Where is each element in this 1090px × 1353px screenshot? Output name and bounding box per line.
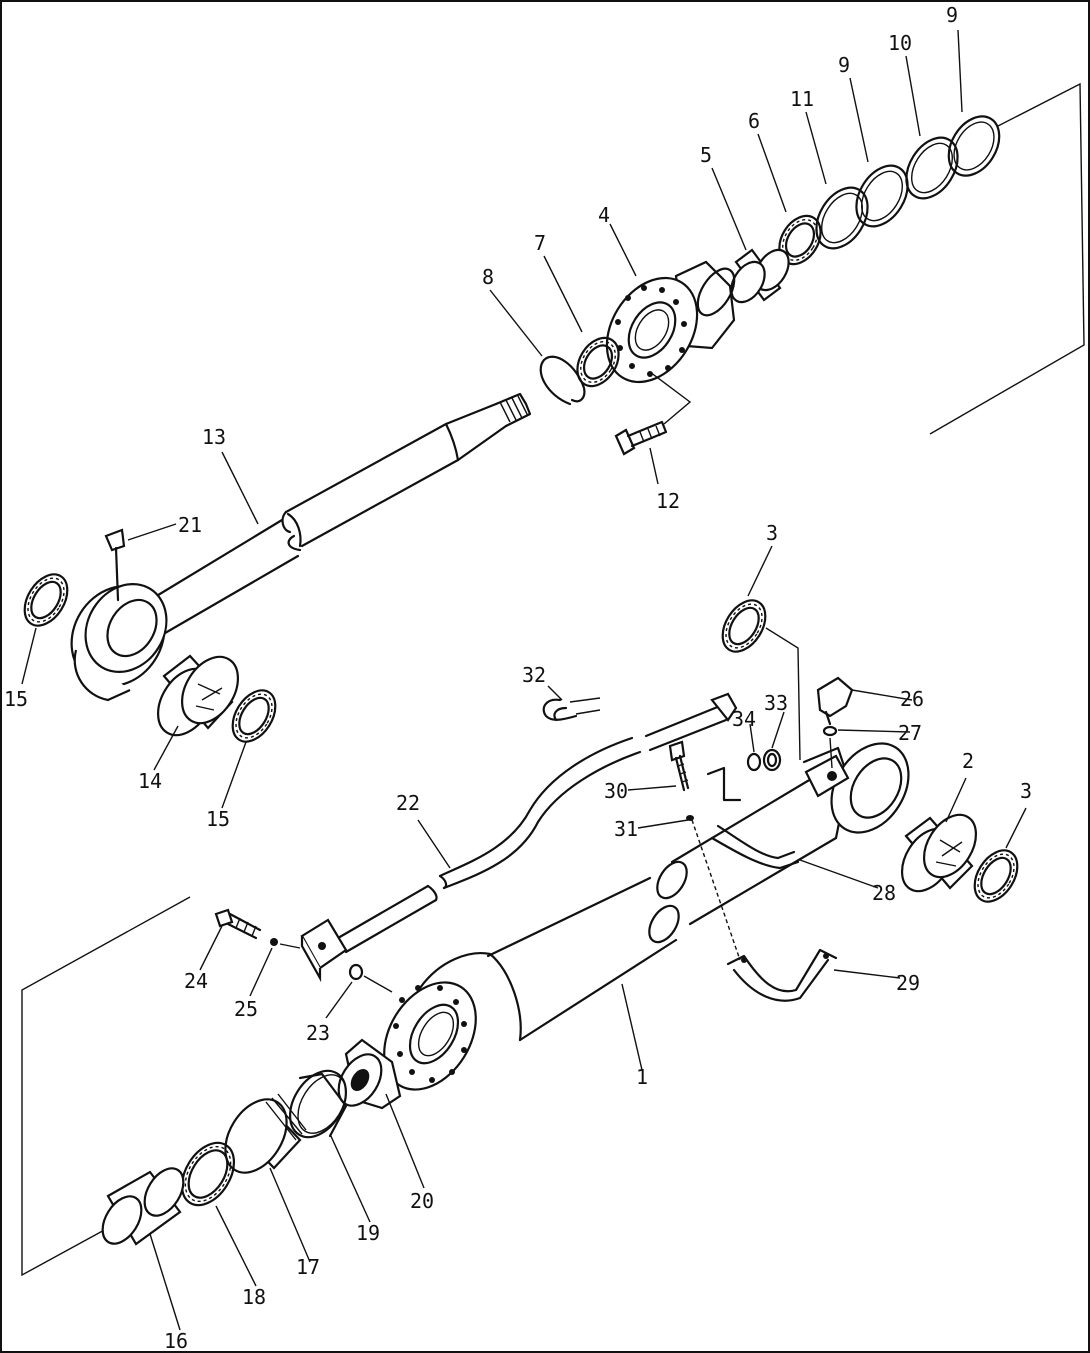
part-28-clamp xyxy=(706,766,800,870)
label-part-3b: 3 xyxy=(1020,779,1032,803)
part-19-ring xyxy=(289,1069,348,1139)
part-10-ring xyxy=(905,136,959,200)
label-part-12: 12 xyxy=(656,489,680,513)
part-31-washer xyxy=(686,815,741,961)
part-7-seal xyxy=(576,336,620,388)
label-part-13: 13 xyxy=(202,425,226,449)
label-part-2: 2 xyxy=(962,749,974,773)
part-21-grease-fitting xyxy=(104,528,126,602)
part-4-cylinder-head xyxy=(605,260,736,384)
label-part-22: 22 xyxy=(396,791,420,815)
label-part-6: 6 xyxy=(748,109,760,133)
label-part-16: 16 xyxy=(164,1329,188,1353)
label-part-23: 23 xyxy=(306,1021,330,1045)
part-30-bolt xyxy=(668,740,690,792)
bracket-lower xyxy=(21,896,191,1277)
part-22-flange-block xyxy=(300,918,348,983)
label-part-14: 14 xyxy=(138,769,162,793)
part-5-bushing xyxy=(730,248,790,304)
label-part-4: 4 xyxy=(598,203,610,227)
part-3-seal-a xyxy=(721,599,801,761)
label-part-26: 26 xyxy=(900,687,924,711)
label-part-27: 27 xyxy=(898,721,922,745)
label-part-5: 5 xyxy=(700,143,712,167)
label-part-33: 33 xyxy=(764,691,788,715)
label-part-9a: 9 xyxy=(946,3,958,27)
label-part-11: 11 xyxy=(790,87,814,111)
label-part-19: 19 xyxy=(356,1221,380,1245)
part-9-ring-a xyxy=(947,115,1001,177)
part-8-snap-ring xyxy=(539,355,586,406)
part-16-bushing xyxy=(101,1167,185,1246)
label-part-17: 17 xyxy=(296,1255,320,1279)
part-15-seal-a xyxy=(23,573,69,627)
part-33-nut xyxy=(762,748,782,772)
label-part-3a: 3 xyxy=(766,521,778,545)
part-20-nut xyxy=(337,1038,402,1110)
label-part-32: 32 xyxy=(522,663,546,687)
part-32-u-clamp xyxy=(542,697,601,722)
label-part-7: 7 xyxy=(534,231,546,255)
label-part-34: 34 xyxy=(732,707,756,731)
part-11-ring xyxy=(815,186,869,250)
label-part-21: 21 xyxy=(178,513,202,537)
label-part-28: 28 xyxy=(872,881,896,905)
part-labels: 1 2 3 3 4 5 6 7 8 9 9 10 11 12 13 14 15 … xyxy=(4,3,1032,1353)
label-part-8: 8 xyxy=(482,265,494,289)
label-part-15b: 15 xyxy=(206,807,230,831)
part-2-bushing xyxy=(900,813,978,893)
label-part-18: 18 xyxy=(242,1285,266,1309)
part-22-pipe xyxy=(336,692,738,954)
part-1-cylinder-tube-far xyxy=(656,742,910,926)
label-part-10: 10 xyxy=(888,31,912,55)
label-part-29: 29 xyxy=(896,971,920,995)
part-17-piston xyxy=(224,1093,307,1174)
part-29-clamp xyxy=(726,948,838,1002)
part-27-o-ring xyxy=(822,725,838,769)
part-34-o-ring xyxy=(746,752,762,772)
label-part-25: 25 xyxy=(234,997,258,1021)
part-1-cylinder-tube xyxy=(383,876,680,1091)
part-26-elbow-fitting xyxy=(816,676,854,726)
label-part-24: 24 xyxy=(184,969,208,993)
label-part-15a: 15 xyxy=(4,687,28,711)
part-25-washer xyxy=(270,938,301,949)
bracket-upper xyxy=(929,82,1085,435)
part-18-seal xyxy=(180,1141,236,1207)
part-14-bushing xyxy=(157,654,239,737)
part-3-seal-b xyxy=(973,849,1019,903)
label-part-1: 1 xyxy=(636,1065,648,1089)
label-part-30: 30 xyxy=(604,779,628,803)
label-part-31: 31 xyxy=(614,817,638,841)
part-13-piston-rod xyxy=(70,392,532,702)
label-part-20: 20 xyxy=(410,1189,434,1213)
part-23-o-ring xyxy=(348,963,393,993)
label-part-9b: 9 xyxy=(838,53,850,77)
part-24-bolt xyxy=(214,908,262,940)
leader-lines xyxy=(21,29,1027,1331)
part-15-seal-b xyxy=(231,689,277,743)
part-12-bolt xyxy=(614,371,692,456)
